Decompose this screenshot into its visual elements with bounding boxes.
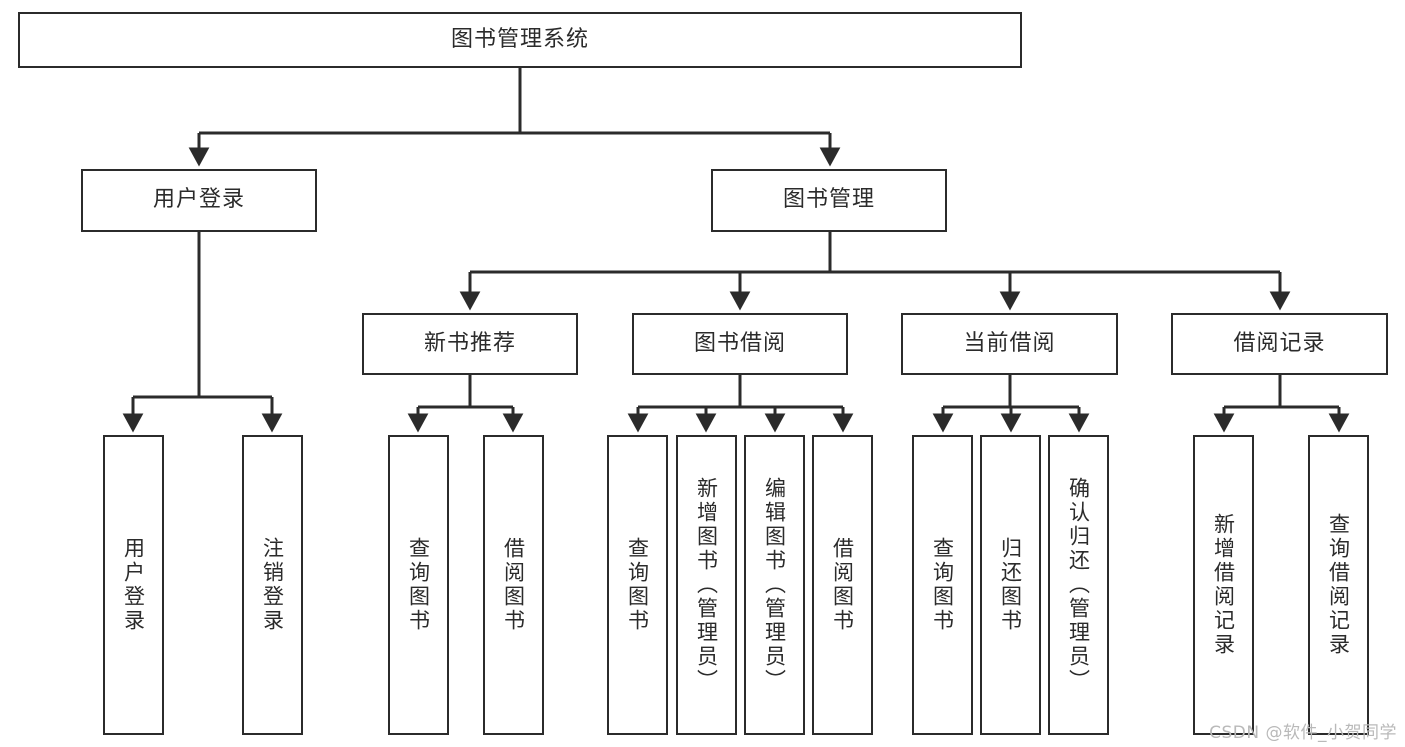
node-book-manage-label: 图书管理	[782, 187, 875, 213]
leaf-query-book-3-label: 查询图书	[930, 537, 955, 633]
leaf-return-book-label: 归还图书	[998, 537, 1023, 633]
leaf-borrow-book-1-label: 借阅图书	[501, 537, 526, 633]
node-user-login-label: 用户登录	[152, 187, 245, 213]
leaf-query-book-2-label: 查询图书	[625, 537, 650, 633]
leaf-query-record[interactable]: 查询借阅记录	[1308, 435, 1369, 735]
leaf-user-logout-label: 注销登录	[260, 537, 285, 633]
node-root[interactable]: 图书管理系统	[18, 12, 1022, 68]
csdn-watermark: CSDN @软件_小贺同学	[1209, 723, 1397, 743]
node-current-borrow-label: 当前借阅	[963, 330, 1056, 356]
leaf-query-book-1[interactable]: 查询图书	[388, 435, 449, 735]
leaf-return-book[interactable]: 归还图书	[980, 435, 1041, 735]
leaf-add-record[interactable]: 新增借阅记录	[1193, 435, 1254, 735]
leaf-add-record-label: 新增借阅记录	[1211, 513, 1236, 657]
node-new-book-rec-label: 新书推荐	[423, 330, 516, 356]
leaf-add-book-label: 新增图书（管理员）	[694, 477, 719, 693]
leaf-user-login[interactable]: 用户登录	[103, 435, 164, 735]
leaf-borrow-book-2[interactable]: 借阅图书	[812, 435, 873, 735]
leaf-edit-book[interactable]: 编辑图书（管理员）	[744, 435, 805, 735]
node-book-borrow[interactable]: 图书借阅	[632, 313, 848, 375]
node-book-borrow-label: 图书借阅	[693, 330, 786, 356]
leaf-query-book-1-label: 查询图书	[406, 537, 431, 633]
leaf-query-record-label: 查询借阅记录	[1326, 513, 1351, 657]
leaf-query-book-2[interactable]: 查询图书	[607, 435, 668, 735]
node-user-login[interactable]: 用户登录	[81, 169, 317, 232]
leaf-borrow-book-2-label: 借阅图书	[830, 537, 855, 633]
leaf-borrow-book-1[interactable]: 借阅图书	[483, 435, 544, 735]
node-book-manage[interactable]: 图书管理	[711, 169, 947, 232]
leaf-user-logout[interactable]: 注销登录	[242, 435, 303, 735]
node-new-book-rec[interactable]: 新书推荐	[362, 313, 578, 375]
leaf-add-book[interactable]: 新增图书（管理员）	[676, 435, 737, 735]
leaf-query-book-3[interactable]: 查询图书	[912, 435, 973, 735]
node-root-label: 图书管理系统	[450, 26, 589, 52]
node-current-borrow[interactable]: 当前借阅	[901, 313, 1118, 375]
leaf-confirm-return-label: 确认归还（管理员）	[1066, 477, 1091, 693]
leaf-user-login-label: 用户登录	[121, 537, 146, 633]
leaf-edit-book-label: 编辑图书（管理员）	[762, 477, 787, 693]
leaf-confirm-return[interactable]: 确认归还（管理员）	[1048, 435, 1109, 735]
node-borrow-record-label: 借阅记录	[1233, 330, 1326, 356]
node-borrow-record[interactable]: 借阅记录	[1171, 313, 1388, 375]
